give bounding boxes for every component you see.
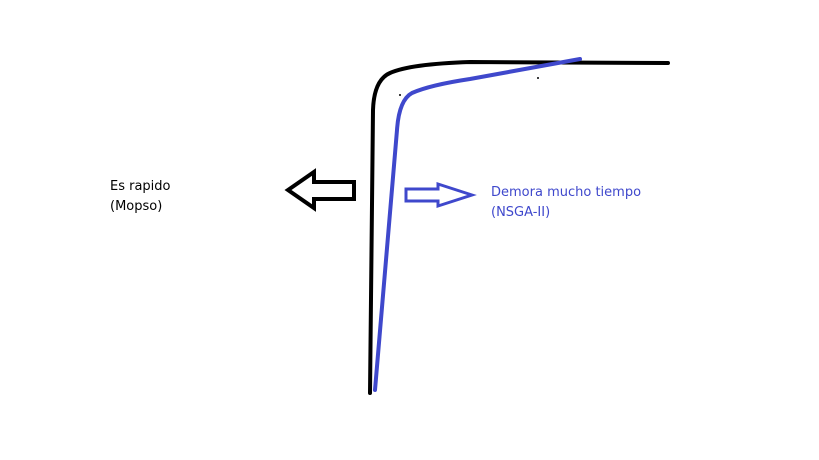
right-arrow-icon xyxy=(404,181,477,209)
nsga-label: Demora mucho tiempo (NSGA-II) xyxy=(491,183,641,223)
stray-dot xyxy=(399,94,401,96)
blue-pareto-curve xyxy=(373,57,582,392)
black-pareto-curve xyxy=(368,60,670,395)
left-arrow-icon xyxy=(284,168,356,212)
nsga-label-line2: (NSGA-II) xyxy=(491,205,551,220)
mopso-label: Es rapido (Mopso) xyxy=(110,177,171,217)
stray-dot xyxy=(537,77,539,79)
mopso-label-line1: Es rapido xyxy=(110,179,171,194)
mopso-label-line2: (Mopso) xyxy=(110,199,163,214)
nsga-label-line1: Demora mucho tiempo xyxy=(491,185,642,200)
